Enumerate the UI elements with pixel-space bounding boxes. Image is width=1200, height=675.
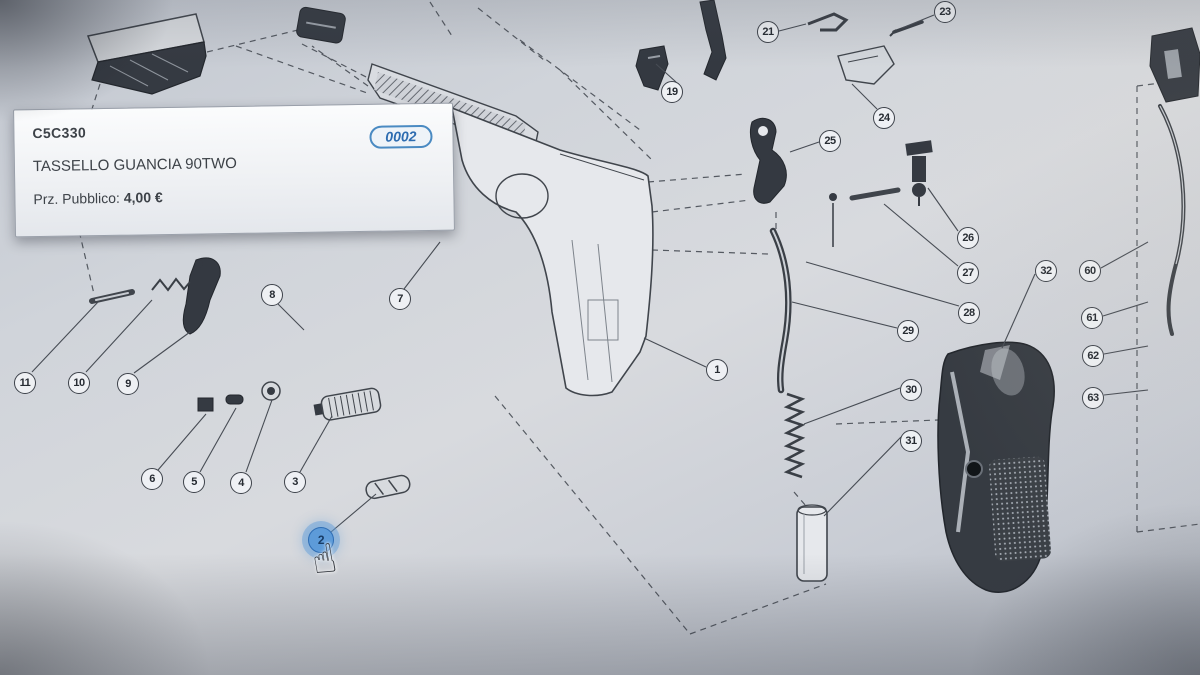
callout-23[interactable]: 23 — [934, 1, 956, 23]
callout-30[interactable]: 30 — [900, 379, 922, 401]
price-value: 4,00 € — [123, 189, 163, 206]
part-pin-mid — [849, 187, 901, 201]
part-frame — [450, 106, 654, 397]
callout-8[interactable]: 8 — [261, 284, 283, 306]
part-pin-top-right — [889, 20, 924, 37]
callout-11[interactable]: 11 — [14, 372, 36, 394]
part-right-edge-bar — [1158, 104, 1186, 336]
callout-19[interactable]: 19 — [661, 81, 683, 103]
callout-9[interactable]: 9 — [117, 373, 139, 395]
part-tooltip: C5C330 0002 TASSELLO GUANCIA 90TWO Prz. … — [13, 102, 455, 238]
callout-1[interactable]: 1 — [706, 359, 728, 381]
callout-25[interactable]: 25 — [819, 130, 841, 152]
callout-32[interactable]: 32 — [1035, 260, 1057, 282]
part-tassello-guancia — [365, 474, 411, 500]
part-knurled-cylinder — [313, 387, 382, 421]
part-trigger — [182, 257, 221, 335]
part-pin-small — [225, 394, 244, 405]
part-detent — [829, 193, 837, 247]
part-hammer-strut — [769, 227, 792, 394]
part-slide — [86, 13, 207, 95]
part-rear-sight — [296, 6, 346, 44]
callout-21[interactable]: 21 — [757, 21, 779, 43]
part-price: Prz. Pubblico:4,00 € — [33, 185, 435, 207]
part-firing-pin-assembly — [905, 140, 933, 206]
part-mainspring — [783, 392, 806, 479]
callout-29[interactable]: 29 — [897, 320, 919, 342]
callout-5[interactable]: 5 — [183, 471, 205, 493]
callout-60[interactable]: 60 — [1079, 260, 1101, 282]
part-quantity-badge: 0002 — [369, 124, 433, 149]
part-nut — [197, 397, 214, 412]
part-name: TASSELLO GUANCIA 90TWO — [32, 154, 237, 176]
callout-31[interactable]: 31 — [900, 430, 922, 452]
part-safety-plate — [837, 45, 895, 85]
part-bushing — [261, 381, 281, 401]
callout-63[interactable]: 63 — [1082, 387, 1104, 409]
callout-27[interactable]: 27 — [957, 262, 979, 284]
part-code: C5C330 — [32, 124, 87, 142]
callout-4[interactable]: 4 — [230, 472, 252, 494]
callout-61[interactable]: 61 — [1081, 307, 1103, 329]
part-spring-cap — [796, 504, 828, 582]
part-right-edge-bracket — [1149, 27, 1200, 103]
callout-3[interactable]: 3 — [284, 471, 306, 493]
callout-26[interactable]: 26 — [957, 227, 979, 249]
callout-7[interactable]: 7 — [389, 288, 411, 310]
part-hammer — [749, 117, 787, 204]
part-spring-clip — [807, 12, 849, 32]
tooltip-header: C5C330 0002 — [32, 117, 434, 154]
part-trigger-pin — [89, 289, 135, 304]
callout-10[interactable]: 10 — [68, 372, 90, 394]
part-grip-panel — [937, 341, 1055, 593]
callout-6[interactable]: 6 — [141, 468, 163, 490]
price-label: Prz. Pubblico: — [33, 189, 120, 208]
part-trigger-spring — [151, 277, 191, 292]
callout-62[interactable]: 62 — [1082, 345, 1104, 367]
callout-28[interactable]: 28 — [958, 302, 980, 324]
callout-24[interactable]: 24 — [873, 107, 895, 129]
part-slide-stop-lever — [699, 0, 727, 81]
